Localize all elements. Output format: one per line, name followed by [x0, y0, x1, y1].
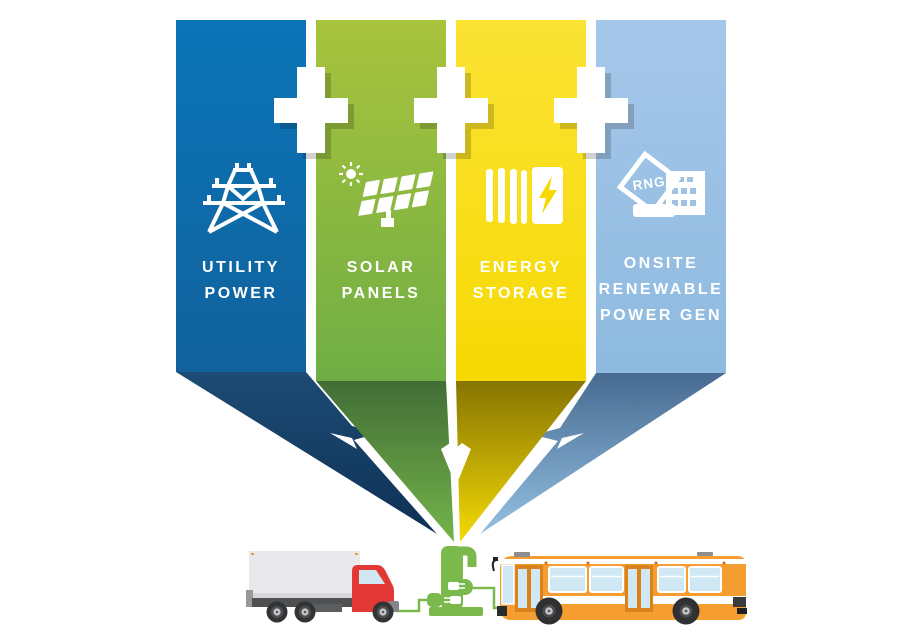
beam-solar-panels [316, 381, 454, 542]
bus-window [548, 566, 587, 593]
energy-storage-label-1: ENERGY [480, 259, 563, 276]
bus-windshield [501, 564, 515, 605]
truck-tail-lift [246, 590, 253, 607]
onsite-renewable-label-1: ONSITE [624, 255, 699, 272]
beam-onsite-renewable [480, 373, 726, 534]
beam-utility-power [176, 372, 437, 534]
rng-facility-icon: RNG [616, 150, 705, 217]
lightning-barb-left-icon [330, 433, 357, 449]
bus-charge-port [497, 606, 507, 616]
bus-window [657, 566, 686, 593]
charger-hook [455, 546, 477, 567]
plug-icon [448, 582, 465, 590]
banner-labels: UTILITY POWER SOLAR PANELS ENERGY STORAG… [202, 255, 724, 324]
charging-cable-left [396, 598, 427, 613]
truck-wheel [294, 601, 316, 623]
energy-storage-label-2: STORAGE [473, 285, 569, 302]
bus-window [589, 566, 624, 593]
utility-power-label-2: POWER [205, 285, 278, 302]
lightning-bolt-icon [539, 176, 557, 214]
bus-wheel [535, 597, 563, 625]
charger-base [429, 607, 483, 616]
beam-energy-storage [456, 381, 586, 542]
bus-windows [548, 566, 722, 593]
utility-power-label-1: UTILITY [202, 259, 280, 276]
charging-cable-right [473, 586, 500, 610]
truck-wheel [372, 601, 394, 623]
truck-cab-window [359, 570, 385, 584]
solar-panels-label-2: PANELS [342, 285, 421, 302]
rng-badge-label: RNG [632, 174, 667, 193]
delivery-truck [246, 551, 399, 623]
bus-door-rear [625, 565, 653, 612]
onsite-renewable-label-2: RENEWABLE [599, 281, 724, 298]
charger-post [441, 546, 463, 610]
bus-window [688, 566, 722, 593]
truck-cargo-box [249, 551, 360, 598]
bus-mirror [491, 559, 497, 572]
bus-roof-stripe [501, 559, 746, 564]
truck-chassis [252, 598, 393, 607]
charger-plug-left [427, 593, 442, 607]
charging-station [427, 546, 483, 616]
solar-panels-label-1: SOLAR [347, 259, 416, 276]
truck-wheel [266, 601, 288, 623]
transmission-tower-icon [203, 163, 285, 234]
battery-storage-icon [486, 167, 563, 224]
lightning-barb-right-icon [557, 433, 584, 449]
solar-panel-sun-icon [339, 162, 434, 227]
charger-socket-right [457, 579, 473, 595]
down-arrow-icon [441, 443, 471, 486]
bus-wheel [672, 597, 700, 625]
electric-bus [491, 552, 747, 625]
onsite-renewable-label-3: POWER GEN [600, 307, 722, 324]
plug-icon [444, 596, 461, 604]
